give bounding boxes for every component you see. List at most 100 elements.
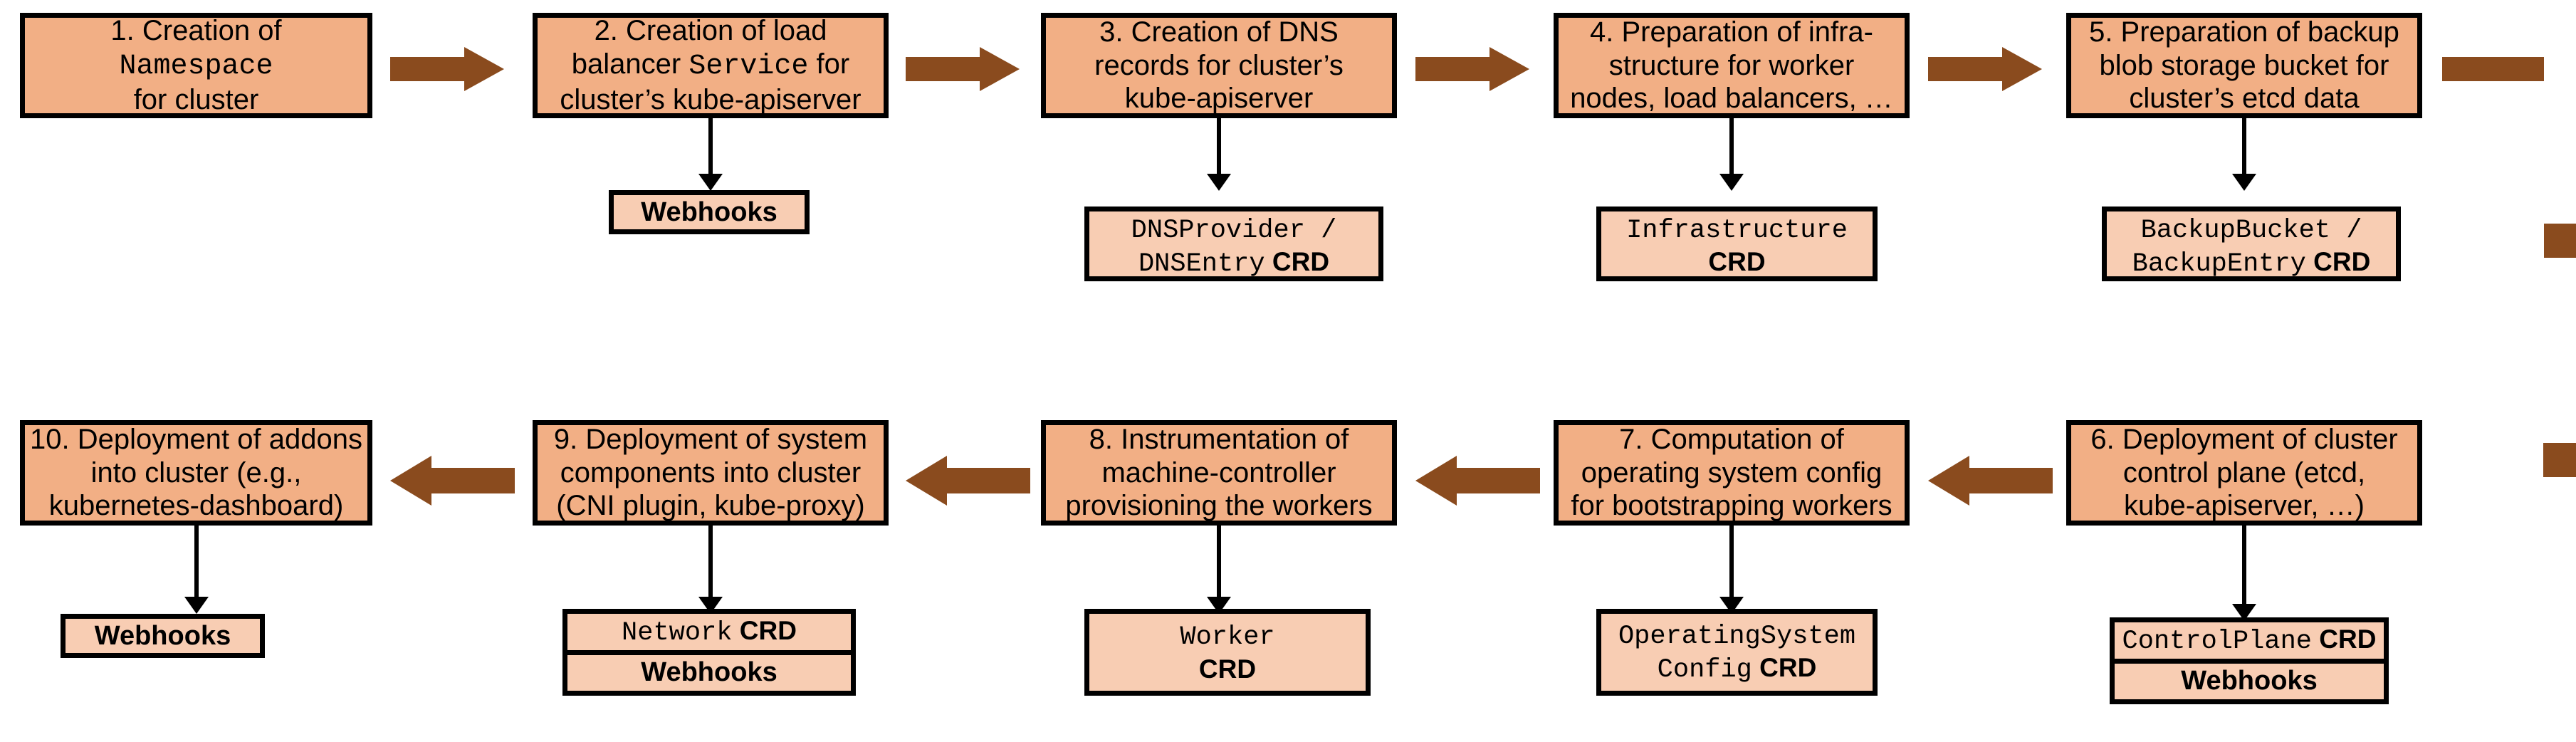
step-2-line1: 2. Creation of load [594, 15, 827, 47]
step-box-4[interactable]: 4. Preparation of infra- structure for w… [1554, 13, 1910, 118]
step-5-line2: blob storage bucket for [2099, 49, 2389, 81]
step-4-text: 4. Preparation of infra- structure for w… [1563, 16, 1900, 115]
artifact-row: Network CRD [567, 614, 851, 650]
step-6-line3: kube-apiserver, …) [2124, 490, 2365, 522]
artifact-label-controlplane: ControlPlane CRD [2122, 624, 2377, 657]
artifact-label-backup: BackupBucket / BackupEntry CRD [2132, 213, 2371, 281]
connector-step-8 [1217, 526, 1221, 598]
step-6-text: 6. Deployment of cluster control plane (… [2075, 423, 2413, 522]
flow-arrow-4-to-5 [1928, 47, 2042, 91]
artifact-crd-tag: CRD [732, 616, 797, 645]
step-box-1[interactable]: 1. Creation of Namespace for cluster [20, 13, 372, 118]
artifact-label-webhooks: Webhooks [641, 197, 777, 227]
step-7-line3: for bootstrapping workers [1571, 490, 1892, 522]
flow-arrow-9-to-10 [390, 456, 515, 506]
step-4-line3: nodes, load balancers, … [1570, 83, 1893, 115]
step-5-text: 5. Preparation of backup blob storage bu… [2075, 16, 2413, 115]
artifact-box-9-network-crd[interactable]: Network CRD Webhooks [562, 609, 856, 696]
artifact-network: Network [622, 618, 733, 648]
step-2-resource: Service [688, 50, 809, 83]
step-box-3[interactable]: 3. Creation of DNS records for cluster’s… [1041, 13, 1397, 118]
step-1-text: 1. Creation of Namespace for cluster [29, 14, 363, 116]
artifact-label-osc: OperatingSystem Config CRD [1618, 619, 1855, 686]
artifact-dnsprovider: DNSProvider / [1131, 216, 1337, 246]
flow-arrow-1-to-2 [390, 47, 504, 91]
connector-arrowhead-step-5 [2232, 174, 2256, 191]
step-2-line3: cluster’s kube-apiserver [560, 84, 862, 116]
connector-step-9 [708, 526, 713, 598]
connector-arrowhead-step-4 [1719, 174, 1744, 191]
step-box-10[interactable]: 10. Deployment of addons into cluster (e… [20, 420, 372, 526]
connector-arrowhead-step-3 [1207, 174, 1231, 191]
artifact-crd-tag: CRD [1708, 247, 1766, 277]
artifact-row: Webhooks [2115, 659, 2384, 699]
flow-arrow-3-to-4 [1415, 47, 1529, 91]
artifact-crd-tag: CRD [1198, 654, 1257, 684]
artifact-label-webhooks: Webhooks [2181, 666, 2318, 696]
step-3-text: 3. Creation of DNS records for cluster’s… [1050, 16, 1388, 115]
step-9-text: 9. Deployment of system components into … [542, 423, 879, 522]
step-4-line2: structure for worker [1608, 49, 1855, 81]
artifact-box-4-infrastructure-crd[interactable]: Infrastructure CRD [1596, 207, 1878, 281]
artifact-row: Webhooks [614, 195, 805, 231]
step-8-line1: 8. Instrumentation of [1089, 424, 1349, 456]
step-box-9[interactable]: 9. Deployment of system components into … [533, 420, 889, 526]
step-3-line1: 3. Creation of DNS [1099, 16, 1339, 48]
step-box-6[interactable]: 6. Deployment of cluster control plane (… [2066, 420, 2422, 526]
artifact-crd-tag: CRD [2305, 247, 2371, 277]
artifact-box-6-controlplane-crd[interactable]: ControlPlane CRD Webhooks [2110, 617, 2389, 704]
step-4-line1: 4. Preparation of infra- [1590, 16, 1873, 48]
step-3-line3: kube-apiserver [1124, 83, 1314, 115]
step-box-8[interactable]: 8. Instrumentation of machine-controller… [1041, 420, 1397, 526]
artifact-row: BackupBucket / BackupEntry CRD [2107, 211, 2396, 282]
artifact-box-5-backup-crd[interactable]: BackupBucket / BackupEntry CRD [2102, 207, 2401, 281]
connector-arrowhead-step-10 [184, 597, 209, 614]
step-6-line2: control plane (etcd, [2122, 456, 2366, 488]
step-9-line1: 9. Deployment of system [553, 424, 868, 456]
artifact-worker: Worker [1180, 622, 1275, 653]
step-10-line1: 10. Deployment of addons [30, 424, 362, 456]
flow-arrow-2-to-3 [906, 47, 1020, 91]
artifact-box-8-worker-crd[interactable]: Worker CRD [1084, 609, 1371, 696]
artifact-label-webhooks: Webhooks [641, 657, 777, 688]
step-6-line1: 6. Deployment of cluster [2090, 424, 2398, 456]
artifact-label-network: Network CRD [622, 615, 797, 649]
artifact-row: OperatingSystem Config CRD [1601, 614, 1873, 691]
flow-arrow-5-to-6-trunk [2442, 47, 2576, 474]
artifact-row: ControlPlane CRD [2115, 622, 2384, 659]
step-box-7[interactable]: 7. Computation of operating system confi… [1554, 420, 1910, 526]
artifact-config: Config [1657, 655, 1752, 685]
step-3-line2: records for cluster’s [1094, 49, 1344, 81]
step-8-line2: machine-controller [1101, 456, 1336, 488]
step-10-line3: kubernetes-dashboard) [48, 490, 344, 522]
artifact-box-7-osc-crd[interactable]: OperatingSystem Config CRD [1596, 609, 1878, 696]
artifact-crd-tag: CRD [1265, 247, 1330, 277]
flow-arrow-8-to-9 [906, 456, 1030, 506]
connector-step-7 [1729, 526, 1734, 598]
step-7-line1: 7. Computation of [1619, 424, 1844, 456]
artifact-box-10-webhooks[interactable]: Webhooks [61, 614, 265, 658]
artifact-row: Webhooks [66, 619, 260, 654]
artifact-box-2-webhooks[interactable]: Webhooks [609, 190, 810, 234]
step-2-text: 2. Creation of load balancer Service for… [542, 14, 879, 116]
step-10-text: 10. Deployment of addons into cluster (e… [29, 423, 363, 522]
step-10-line2: into cluster (e.g., [90, 456, 302, 488]
artifact-controlplane: ControlPlane [2122, 627, 2312, 657]
step-box-2[interactable]: 2. Creation of load balancer Service for… [533, 13, 889, 118]
artifact-backupbucket: BackupBucket / [2140, 216, 2362, 246]
step-1-resource: Namespace [119, 50, 273, 83]
flow-arrow-7-to-8 [1415, 456, 1540, 506]
step-5-line3: cluster’s etcd data [2129, 83, 2360, 115]
artifact-label-infrastructure: Infrastructure CRD [1626, 213, 1848, 278]
connector-step-5 [2242, 118, 2246, 175]
step-2-line2a: balancer [571, 48, 689, 80]
connector-step-4 [1729, 118, 1734, 175]
artifact-box-3-dns-crd[interactable]: DNSProvider / DNSEntry CRD [1084, 207, 1383, 281]
step-box-5[interactable]: 5. Preparation of backup blob storage bu… [2066, 13, 2422, 118]
step-1-line1: 1. Creation of [110, 15, 282, 47]
step-8-text: 8. Instrumentation of machine-controller… [1050, 423, 1388, 522]
artifact-crd-tag: CRD [2312, 625, 2377, 654]
step-5-line1: 5. Preparation of backup [2089, 16, 2399, 48]
artifact-label-worker: Worker CRD [1180, 620, 1274, 685]
